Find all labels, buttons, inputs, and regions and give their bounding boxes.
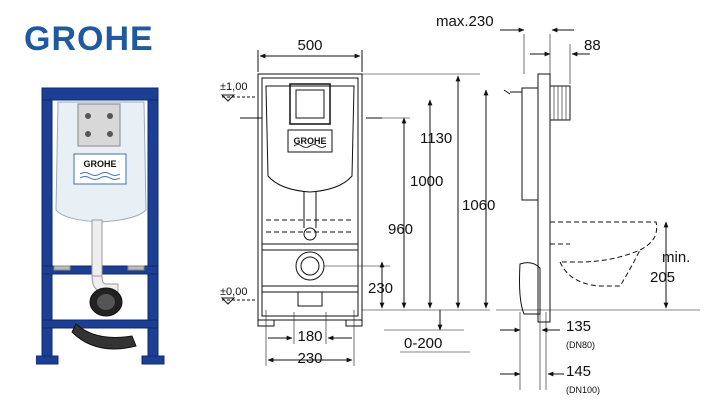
product-photo: GROHE [36, 87, 165, 365]
min-label: min. [662, 249, 690, 266]
height-1130-label: 1130 [420, 130, 452, 147]
range-0-200-label: 0-200 [404, 335, 442, 352]
vertical-dimensions [324, 73, 490, 311]
bottom-dimensions [265, 310, 470, 366]
dim-500 [257, 50, 363, 72]
level-markers [220, 94, 256, 305]
brand-logo: GROHE [24, 20, 154, 58]
level-floor-label: ±0,00 [220, 286, 247, 298]
min-205-label: 205 [650, 269, 675, 286]
height-1060-label: 1060 [462, 197, 495, 214]
width-230-label: 230 [297, 350, 322, 367]
service-opening [77, 103, 121, 147]
depth-145-label: 145 [566, 363, 591, 380]
width-180-label: 180 [297, 328, 322, 345]
dn80-label: (DN80) [566, 340, 595, 350]
level-top-label: ±1,00 [220, 81, 247, 93]
front-cistern-logo: GROHE [293, 136, 326, 146]
depth-135-label: 135 [566, 318, 591, 335]
depth-88-label: 88 [584, 37, 601, 54]
front-view [240, 73, 382, 327]
cistern-logo: GROHE [83, 159, 116, 169]
height-960-label: 960 [388, 221, 413, 238]
dim-135-145 [500, 327, 564, 377]
width-500-label: 500 [297, 37, 322, 54]
dn100-label: (DN100) [566, 385, 600, 395]
height-1000-label: 1000 [410, 173, 443, 190]
height-230-label: 230 [368, 280, 393, 297]
side-view [496, 34, 700, 390]
max-230-label: max.230 [436, 13, 494, 30]
